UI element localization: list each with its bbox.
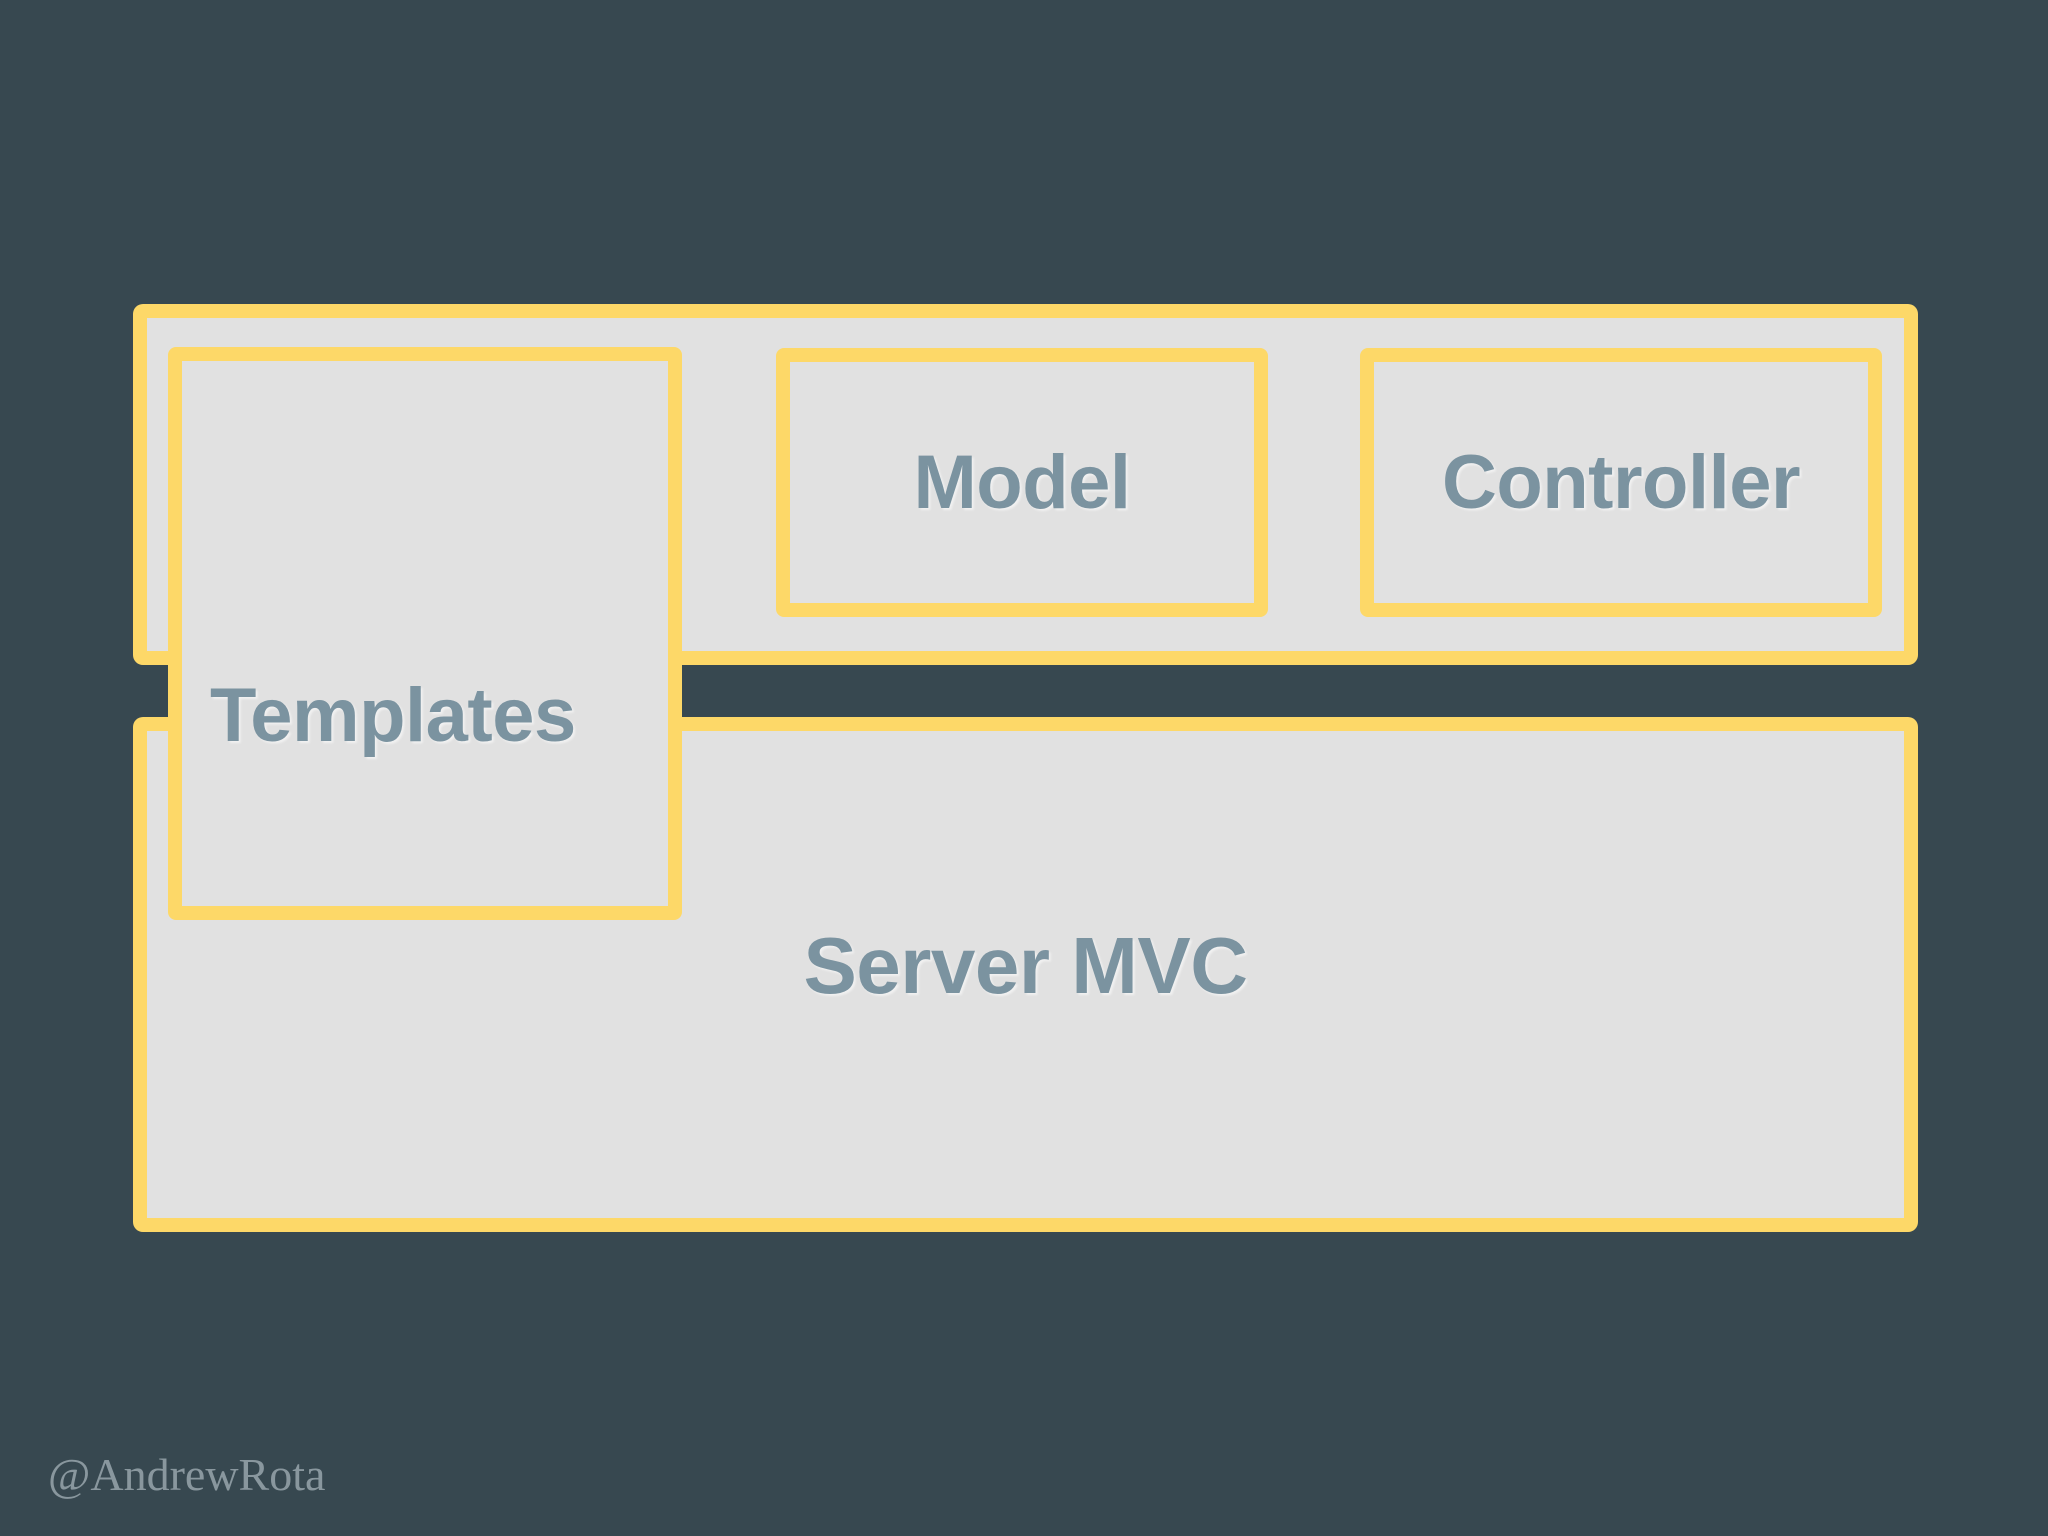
model-box-label: Model: [913, 439, 1131, 525]
model-box: Model: [776, 348, 1268, 617]
watermark-handle: @AndrewRota: [48, 1449, 326, 1500]
controller-box-label: Controller: [1441, 439, 1801, 525]
templates-box-label: Templates: [210, 673, 576, 759]
controller-box: Controller: [1360, 348, 1882, 617]
templates-box: Templates: [168, 347, 682, 920]
